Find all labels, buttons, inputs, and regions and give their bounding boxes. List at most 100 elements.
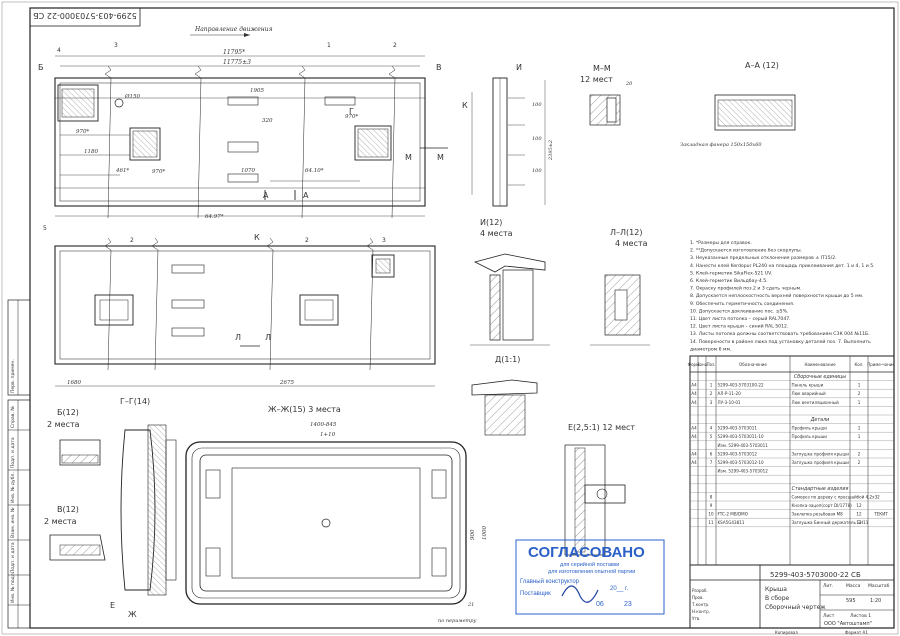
spec-cell: Люк аварийный: [792, 391, 827, 396]
svg-text:для изготовления опытной парти: для изготовления опытной партии: [548, 568, 635, 575]
svg-text:Лит.: Лит.: [823, 583, 833, 589]
detail-b: Б(12) 2 места: [47, 408, 101, 466]
spec-cell: 1: [710, 383, 713, 388]
spec-cell: Профиль крыши: [792, 426, 828, 431]
svg-text:2: 2: [130, 237, 134, 244]
svg-text:1:20: 1:20: [870, 598, 881, 604]
section-mm: М–М 12 мест 20: [580, 64, 633, 126]
spec-cell: 2: [710, 391, 713, 396]
svg-text:В сборе: В сборе: [765, 595, 790, 602]
svg-text:Масштаб: Масштаб: [868, 583, 890, 589]
spec-cell: ЛУ-3-10-01: [718, 400, 741, 405]
svg-text:А: А: [303, 191, 309, 200]
svg-text:Д(1:1): Д(1:1): [495, 355, 520, 364]
svg-text:06: 06: [596, 601, 604, 608]
svg-text:Лист: Лист: [823, 613, 835, 619]
svg-text:1070: 1070: [241, 168, 255, 174]
svg-text:11775±3: 11775±3: [223, 59, 251, 66]
spec-cell: 5299-403-5703011: [718, 426, 758, 431]
spec-cell: 10: [708, 512, 714, 517]
svg-text:Г–Г(14): Г–Г(14): [120, 397, 150, 406]
svg-text:К: К: [462, 101, 468, 110]
svg-text:461*: 461*: [115, 168, 129, 174]
spec-cell: 11: [708, 520, 714, 525]
svg-text:11795*: 11795*: [223, 49, 245, 56]
spec-cell: Заклепка резьбовая М8: [792, 512, 844, 517]
spec-section: Сборочные единицы: [794, 374, 846, 380]
svg-text:Ж: Ж: [128, 610, 137, 619]
note-line: 12. Цвет листа крыши – синий RAL 5012.: [690, 323, 788, 330]
spec-cell: Заглушка профиля крыши: [792, 460, 850, 465]
top-view-roof: [54, 55, 448, 219]
svg-text:Главный конструктор: Главный конструктор: [520, 578, 580, 585]
svg-text:Пров.: Пров.: [692, 595, 704, 600]
spec-cell: 12: [856, 512, 862, 517]
spec-cell: FTC-2 MB/DMO: [718, 512, 748, 517]
svg-text:2: 2: [305, 237, 309, 244]
svg-text:Масса: Масса: [846, 583, 861, 589]
svg-text:ООО "Автоштамп": ООО "Автоштамп": [824, 621, 872, 627]
svg-text:64.10*: 64.10*: [305, 168, 324, 174]
svg-text:2 места: 2 места: [44, 517, 77, 526]
svg-text:И: И: [516, 63, 522, 72]
svg-text:1+10: 1+10: [320, 432, 336, 438]
note-line: 1. *Размеры для справок.: [690, 240, 752, 246]
svg-text:Копировал: Копировал: [775, 630, 798, 635]
svg-text:64.97*: 64.97*: [205, 214, 224, 220]
spec-cell: А4: [691, 426, 697, 431]
spec-cell: 3: [710, 400, 713, 405]
detail-d: Д(1:1): [471, 355, 538, 436]
svg-text:Т.контр.: Т.контр.: [691, 602, 709, 607]
svg-text:1680: 1680: [67, 380, 81, 386]
svg-text:23: 23: [624, 601, 632, 608]
note-line: 6. Клей-герметик Вильдбау-4.5.: [690, 277, 768, 284]
title-code: 5299-403-5703000-22 СБ: [770, 571, 861, 579]
spec-header-cell: Обозначение: [739, 362, 767, 367]
svg-text:Е: Е: [110, 601, 115, 610]
svg-text:Перв. примен.: Перв. примен.: [10, 359, 16, 393]
note-line: 5. Клей-герметик SikaFlex-521 UV.: [690, 269, 772, 276]
note-line: 10. Допускается доклеивание пос. ≤5%.: [690, 308, 788, 314]
bottom-view-roof: [54, 237, 436, 387]
detail-v: В(12) 2 места: [44, 505, 106, 561]
svg-text:20__ г.: 20__ г.: [610, 586, 628, 592]
svg-text:Л: Л: [265, 333, 271, 342]
spec-header-cell: Кол.: [854, 362, 863, 367]
note-line: 2. **Допускается изготовление без скорлу…: [690, 248, 802, 254]
svg-text:для серийной поставки: для серийной поставки: [560, 561, 619, 568]
note-line: 14. Поверхности в районе люка под устано…: [690, 338, 871, 345]
spec-header-cell: Форм.: [688, 362, 701, 367]
spec-cell: 5299-403-5703100-22: [718, 383, 765, 388]
svg-text:Разраб.: Разраб.: [692, 588, 708, 593]
note-line: 4. Нанести клей Kerdopur PL240 на площад…: [690, 262, 875, 269]
svg-text:Сборочный чертеж: Сборочный чертеж: [765, 604, 826, 611]
spec-section: Стандартные изделия: [792, 486, 849, 492]
left-strip: Справ. № Подп. и дата Инв. № дубл. Взам.…: [7, 299, 31, 629]
title-block: 5299-403-5703000-22 СБ Крыша В сборе Сбо…: [689, 564, 895, 635]
top-view-labels: 11795* 11775±3 Ø150 970* 970* 970* 1180 …: [38, 42, 468, 232]
svg-text:100: 100: [532, 102, 542, 108]
spec-section: Детали: [810, 417, 830, 423]
spec-cell: А4: [691, 434, 697, 439]
svg-text:Подп. и дата: Подп. и дата: [10, 542, 16, 573]
technical-notes: 1. *Размеры для справок. 2. **Допускается…: [690, 240, 875, 352]
svg-text:970*: 970*: [76, 129, 89, 135]
spec-header-cell: Поз.: [707, 362, 716, 367]
svg-text:по периметру: по периметру: [438, 618, 476, 624]
spec-cell: 1: [858, 426, 861, 431]
spec-cell: 1: [858, 383, 861, 388]
svg-text:Утв.: Утв.: [692, 616, 700, 621]
svg-text:2 места: 2 места: [47, 420, 80, 429]
spec-cell: А4: [691, 391, 697, 396]
svg-text:20: 20: [625, 81, 633, 87]
note-line: 7. Окраску профилей поз.2 и 3 сдать черн…: [690, 285, 802, 292]
spec-cell: А4: [691, 383, 697, 388]
svg-text:СОГЛАСОВАНО: СОГЛАСОВАНО: [528, 544, 645, 561]
section-ll: Л–Л(12) 4 места: [590, 228, 650, 346]
spec-cell: 2: [858, 451, 861, 456]
note-line: 11. Цвет листа потолка – серый RAL7047.: [690, 315, 791, 322]
spec-cell: Панель крыши: [792, 383, 824, 388]
svg-text:1: 1: [327, 42, 331, 49]
